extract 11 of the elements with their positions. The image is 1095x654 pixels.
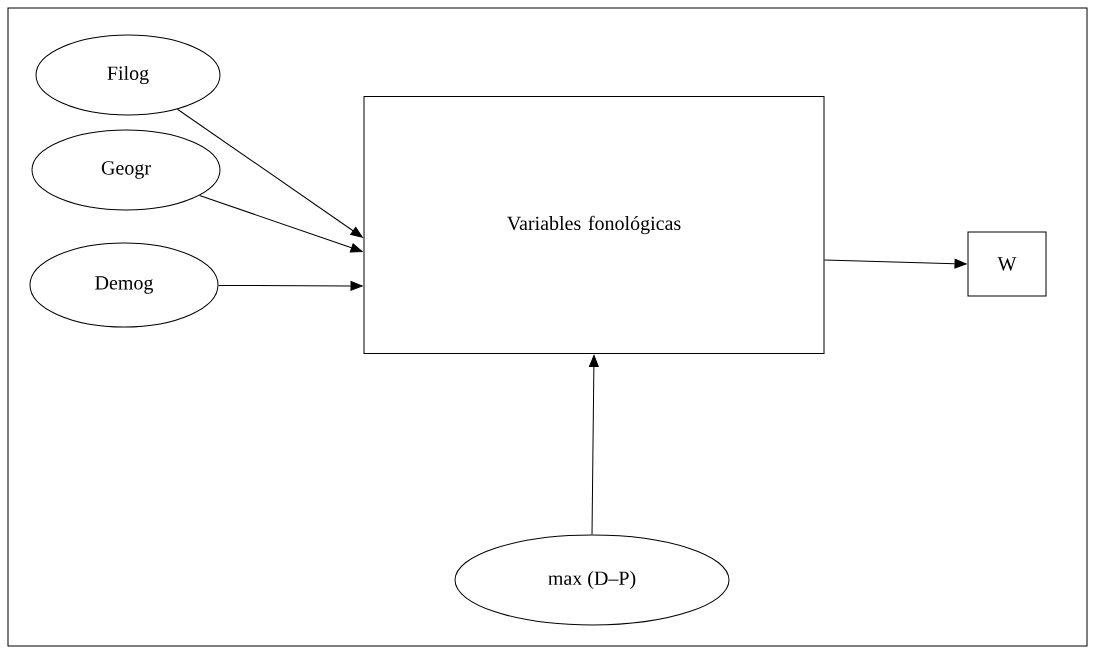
process-box: W bbox=[967, 231, 1047, 297]
arrow bbox=[824, 258, 967, 269]
arrow bbox=[176, 108, 363, 238]
arrow bbox=[218, 281, 363, 291]
arrow bbox=[588, 354, 599, 535]
arrow bbox=[199, 194, 363, 253]
ellipse-node: max (D–P) bbox=[454, 534, 730, 626]
ellipse-node: Filog bbox=[35, 34, 221, 116]
ellipse-node: Demog bbox=[29, 242, 219, 328]
ellipse-node: Geogr bbox=[31, 129, 221, 211]
process-box: Variables fonológicas bbox=[363, 96, 825, 354]
